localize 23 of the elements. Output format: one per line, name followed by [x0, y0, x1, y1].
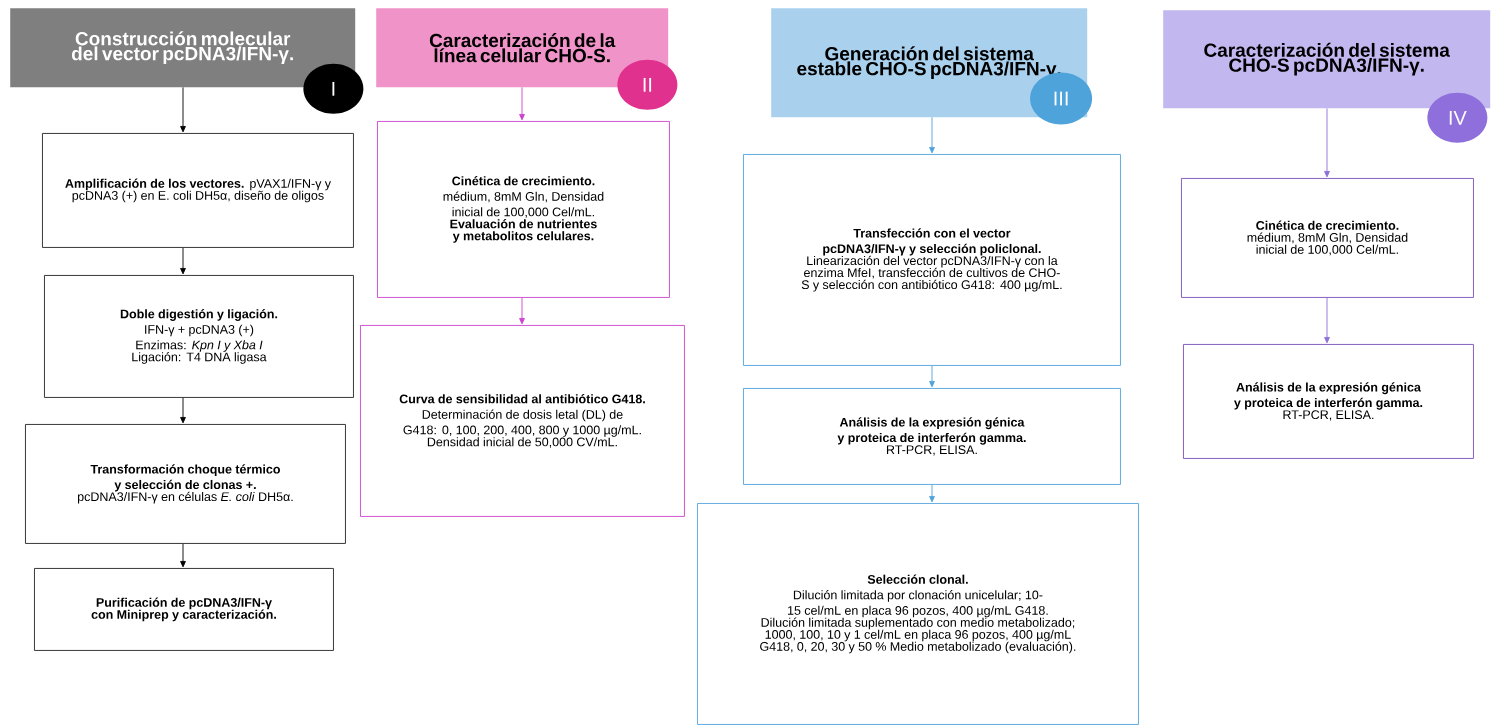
- process-box: Doble digestión y ligación. IFN-γ + pcDNA3 (+) Enzimas: Kpn I y Xba I Ligación: T4 DNA ligasa: [44, 275, 354, 398]
- process-box: Transfección con el vector pcDNA3/IFN-γ y selección policlonal. Linearización del vector pcDNA3/IFN-γ con la enzima MfeI, transfección de cultivos de CHO-S y selección con antibiótico G418: 400 µg/mL.: [743, 154, 1121, 366]
- process-box: Análisis de la expresión génica y proteica de interferón gamma. RT-PCR, ELISA.: [1183, 344, 1474, 459]
- arrow: [519, 297, 525, 325]
- process-box: Transformación choque térmico y selección de clonas +. pcDNA3/IFN-γ en células E. coli DH5α.: [25, 424, 346, 544]
- arrow: [180, 397, 186, 424]
- process-box: Purificación de pcDNA3/IFN-γ con Miniprep y caracterización.: [34, 568, 334, 651]
- arrow: [1324, 107, 1330, 178]
- arrow: [180, 86, 186, 133]
- section-header: Caracterización del sistema CHO-S pcDNA3/IFN-γ.: [1163, 10, 1491, 109]
- arrow: [180, 543, 186, 568]
- process-box: Cinética de crecimiento. médium, 8mM Gln, Densidad inicial de 100,000 Cel/mL.: [1181, 178, 1474, 298]
- arrow: [929, 484, 935, 503]
- process-box: Selección clonal. Dilución limitada por clonación unicelular; 10-15 cel/mL en placa 96 pozos, 400 µg/mL G418. Dilución limitada suplementado con medio metabolizado; 1000, 100, 10 y 1 cel/mL en placa 96 pozos, 400 µg/mL G418, 0, 20, 30 y 50 % Medio metabolizado (evaluación).: [697, 503, 1139, 725]
- arrow: [929, 365, 935, 388]
- arrow: [1324, 297, 1330, 344]
- process-box: Curva de sensibilidad al antibiótico G418. Determinación de dosis letal (DL) de G418: 0, 100, 200, 400, 800 y 1000 µg/mL. Densidad inicial de 50,000 CV/mL.: [360, 325, 685, 517]
- arrow: [929, 116, 935, 154]
- arrow: [519, 86, 525, 121]
- process-box: Cinética de crecimiento. médium, 8mM Gln, Densidad inicial de 100,000 Cel/mL. Evaluación de nutrientes y metabolitos celulares.: [377, 121, 670, 298]
- arrow: [180, 247, 186, 275]
- process-box: Análisis de la expresión génica y proteica de interferón gamma. RT-PCR, ELISA.: [743, 388, 1121, 485]
- process-box: Amplificación de los vectores. pVAX1/IFN-γ y pcDNA3 (+) en E. coli DH5α, diseño de oligos: [42, 133, 354, 248]
